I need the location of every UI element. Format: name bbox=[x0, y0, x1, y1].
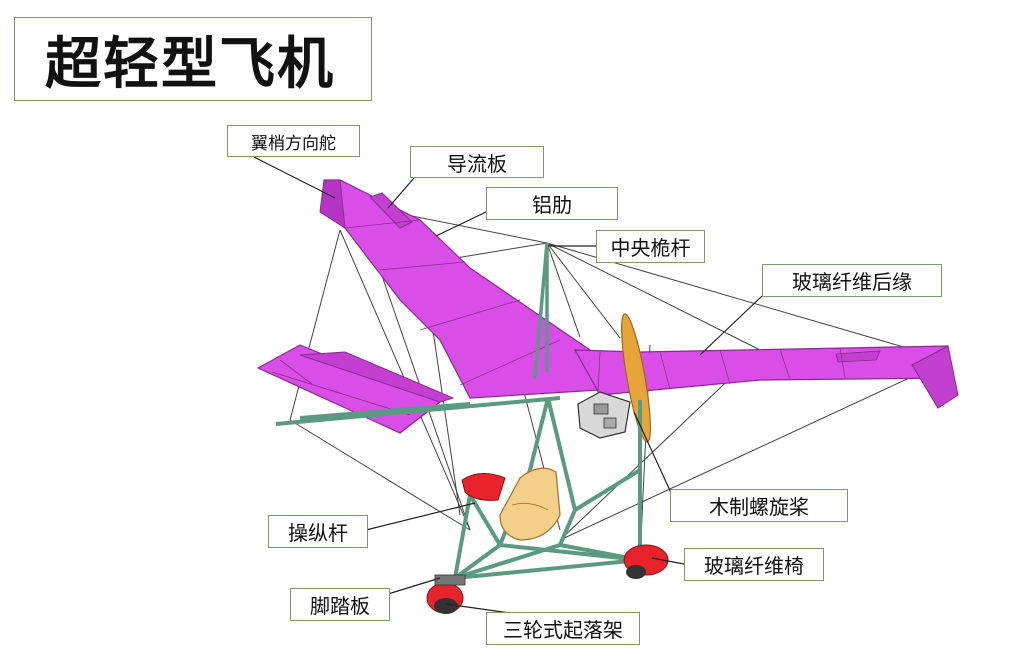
leader-lines bbox=[253, 156, 763, 614]
spoiler-plate bbox=[369, 192, 413, 229]
left-wingtip-rudder bbox=[319, 179, 346, 229]
page-title: 超轻型飞机 bbox=[45, 31, 335, 97]
control-stick bbox=[461, 473, 506, 501]
label-seat: 玻璃纤维椅 bbox=[684, 548, 824, 581]
right-wingtip-rudder bbox=[911, 345, 959, 409]
label-gear: 三轮式起落架 bbox=[486, 612, 640, 645]
label-pedal: 脚踏板 bbox=[290, 588, 390, 621]
seat bbox=[499, 467, 561, 541]
label-rudder: 翼梢方向舵 bbox=[227, 125, 360, 157]
wheels bbox=[426, 544, 669, 614]
label-propeller: 木制螺旋桨 bbox=[670, 489, 848, 522]
label-stick: 操纵杆 bbox=[268, 515, 368, 548]
horizontal-tail-upper bbox=[299, 351, 455, 403]
main-wing bbox=[319, 179, 959, 409]
label-trailing-edge: 玻璃纤维后缘 bbox=[762, 264, 942, 297]
label-spoiler: 导流板 bbox=[410, 146, 544, 178]
tail-boom bbox=[275, 396, 561, 426]
right-spoiler bbox=[835, 350, 881, 363]
engine bbox=[577, 391, 631, 439]
tail-surfaces bbox=[256, 344, 455, 434]
label-rib: 铝肋 bbox=[486, 187, 618, 220]
label-mast: 中央桅杆 bbox=[596, 230, 705, 263]
wing-ribs bbox=[344, 219, 846, 393]
central-mast bbox=[533, 242, 549, 379]
title-box: 超轻型飞机 bbox=[14, 17, 372, 101]
